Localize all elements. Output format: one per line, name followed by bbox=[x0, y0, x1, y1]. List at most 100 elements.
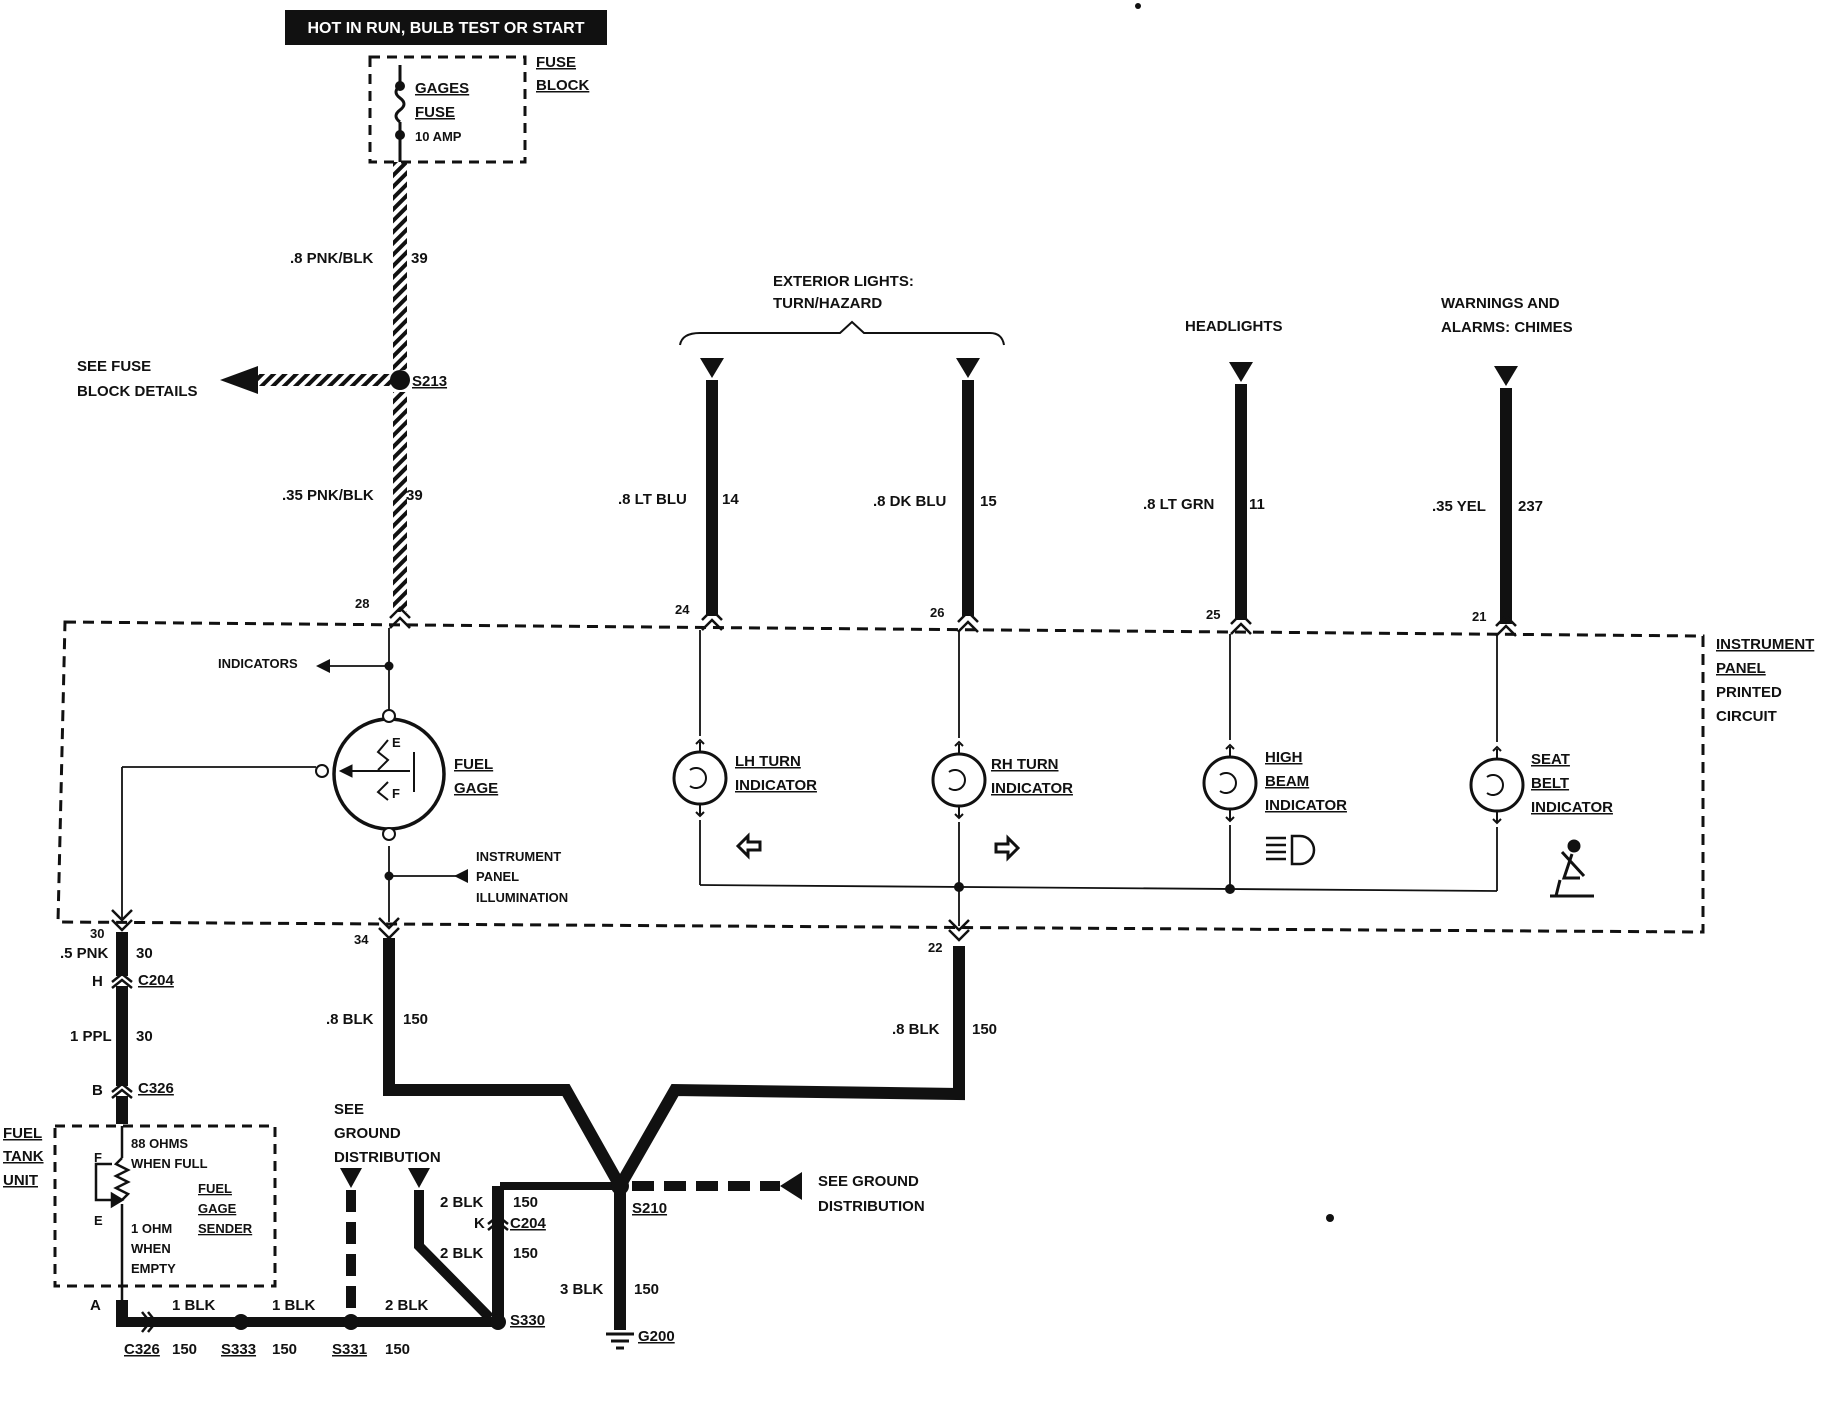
high-beam-label-3: INDICATOR bbox=[1265, 797, 1347, 814]
lamp-rh-turn bbox=[931, 740, 987, 820]
wire-150a-size-label: .8 BLK bbox=[326, 1011, 374, 1028]
ip-illumination-label-3: ILLUMINATION bbox=[476, 890, 568, 905]
wire-30b-size-label: 1 PPL bbox=[70, 1028, 112, 1045]
ipc-outline bbox=[56, 620, 1705, 934]
sender-pin-f: F bbox=[94, 1150, 102, 1165]
splice-s213-label: S213 bbox=[412, 373, 447, 390]
wire-39-lower bbox=[393, 392, 407, 612]
left-arrow-icon bbox=[735, 832, 762, 860]
terminal-25: 25 bbox=[1206, 607, 1220, 622]
dest-alarms-chimes: ALARMS: CHIMES bbox=[1441, 319, 1573, 336]
fuse-block-label-2: BLOCK bbox=[536, 77, 589, 94]
pin-b: B bbox=[92, 1082, 103, 1099]
dest-turn-hazard: TURN/HAZARD bbox=[773, 295, 882, 312]
fuel-sender-label-3: SENDER bbox=[198, 1221, 253, 1236]
lamp-high-beam bbox=[1202, 743, 1258, 823]
connector-c204-k bbox=[487, 1214, 509, 1231]
fuel-gage-label-2: GAGE bbox=[454, 780, 498, 797]
wire-14-number-label: 14 bbox=[722, 491, 739, 508]
lh-turn-label-2: INDICATOR bbox=[735, 777, 817, 794]
ground-dist-left-label: SEE bbox=[334, 1101, 364, 1118]
sender-empty-label-2: EMPTY bbox=[131, 1261, 176, 1276]
dest-headlights: HEADLIGHTS bbox=[1185, 318, 1283, 335]
terminal-30: 30 bbox=[90, 926, 104, 941]
lh-turn-label: LH TURN bbox=[735, 753, 801, 770]
wire-30 bbox=[116, 932, 128, 1124]
wire-150e-number-label: 150 bbox=[634, 1281, 659, 1298]
splice-s333 bbox=[233, 1314, 249, 1330]
power-header-text: HOT IN RUN, BULB TEST OR START bbox=[307, 20, 584, 37]
connector-c326-label: C326 bbox=[138, 1080, 174, 1097]
fuse-details-label: SEE FUSE bbox=[77, 358, 151, 375]
terminal-21: 21 bbox=[1472, 609, 1486, 624]
splice-s210 bbox=[611, 1177, 629, 1195]
sender-empty-ohms: 1 OHM bbox=[131, 1221, 172, 1236]
connector-c204-label: C204 bbox=[138, 972, 175, 989]
dest-warnings: WARNINGS AND bbox=[1441, 295, 1560, 312]
ground-dist-right-arrow bbox=[780, 1172, 802, 1200]
wire-150-ground bbox=[383, 938, 965, 1330]
gage-f-label: F bbox=[392, 786, 400, 801]
fuel-gage bbox=[315, 709, 446, 841]
high-beam-label-2: BEAM bbox=[1265, 773, 1309, 790]
ipc-traces bbox=[121, 628, 1498, 926]
rh-turn-label-2: INDICATOR bbox=[991, 780, 1073, 797]
wire-39-number-label: 39 bbox=[411, 250, 428, 267]
wire-39b-number-label: 39 bbox=[406, 487, 423, 504]
wire-bottom-3-size-label: 2 BLK bbox=[385, 1297, 429, 1314]
splice-s333-label: S333 bbox=[221, 1341, 256, 1358]
pin-k: K bbox=[474, 1215, 485, 1232]
terminal-22: 22 bbox=[928, 940, 942, 955]
wire-15-number-label: 15 bbox=[980, 493, 997, 510]
fuel-tank-unit-outline bbox=[53, 1124, 277, 1288]
lamp-lh-turn bbox=[672, 738, 728, 818]
indicators-label: INDICATORS bbox=[218, 656, 298, 671]
wire-39b-size-label: .35 PNK/BLK bbox=[282, 487, 374, 504]
fuse-name-2: FUSE bbox=[415, 104, 455, 121]
illumination-arrow bbox=[454, 869, 468, 883]
fuel-tank-label: FUEL bbox=[3, 1125, 42, 1142]
ip-illumination-label: INSTRUMENT bbox=[476, 849, 561, 864]
ground-g200-symbol bbox=[606, 1332, 634, 1350]
fuse-details-label-2: BLOCK DETAILS bbox=[77, 383, 198, 400]
splice-s210-label: S210 bbox=[632, 1200, 667, 1217]
fuse-block-outline bbox=[368, 55, 527, 164]
wire-bottom-2-size-label: 1 BLK bbox=[272, 1297, 316, 1314]
fuel-sender-label: FUEL bbox=[198, 1181, 232, 1196]
ipc-label: INSTRUMENT bbox=[1716, 636, 1814, 653]
wire-150e-size-label: 3 BLK bbox=[560, 1281, 604, 1298]
terminal-24: 24 bbox=[675, 602, 690, 617]
splice-s330-label: S330 bbox=[510, 1312, 545, 1329]
lamp-seat-belt bbox=[1469, 745, 1525, 825]
ground-dist-left-arrow-1 bbox=[340, 1168, 362, 1188]
wire-30b-number-label: 30 bbox=[136, 1028, 153, 1045]
fuse-rating: 10 AMP bbox=[415, 129, 462, 144]
ipc-label-2: PANEL bbox=[1716, 660, 1766, 677]
wire-39-size-label: .8 PNK/BLK bbox=[290, 250, 374, 267]
terminal-28: 28 bbox=[355, 596, 369, 611]
wire-150a-number-label: 150 bbox=[403, 1011, 428, 1028]
wire-bottom-1-number-label: 150 bbox=[172, 1341, 197, 1358]
ground-dist-right-label: SEE GROUND bbox=[818, 1173, 919, 1190]
rh-turn-label: RH TURN bbox=[991, 756, 1059, 773]
splice-s331 bbox=[343, 1314, 359, 1330]
seat-belt-label: SEAT bbox=[1531, 751, 1570, 768]
splice-s213 bbox=[390, 370, 410, 390]
connector-c326-a bbox=[141, 1311, 158, 1333]
signal-wires bbox=[706, 380, 1512, 624]
wire-150b-size-label: .8 BLK bbox=[892, 1021, 940, 1038]
gage-e-label: E bbox=[392, 735, 401, 750]
ipc-label-3: PRINTED bbox=[1716, 684, 1782, 701]
ground-dist-left-label-3: DISTRIBUTION bbox=[334, 1149, 441, 1166]
ground-g200-label: G200 bbox=[638, 1328, 675, 1345]
destination-arrows bbox=[700, 358, 1518, 386]
wire-2blk-diagonal bbox=[414, 1190, 494, 1322]
ipc-label-4: CIRCUIT bbox=[1716, 708, 1777, 725]
ground-dist-left-arrow-2 bbox=[408, 1168, 430, 1188]
seat-belt-label-3: INDICATOR bbox=[1531, 799, 1613, 816]
wire-30a-size-label: .5 PNK bbox=[60, 945, 109, 962]
fuel-gage-label: FUEL bbox=[454, 756, 493, 773]
wire-150c-size-label: 2 BLK bbox=[440, 1194, 484, 1211]
dest-exterior-lights: EXTERIOR LIGHTS: bbox=[773, 273, 914, 290]
wire-bottom-1-size-label: 1 BLK bbox=[172, 1297, 216, 1314]
